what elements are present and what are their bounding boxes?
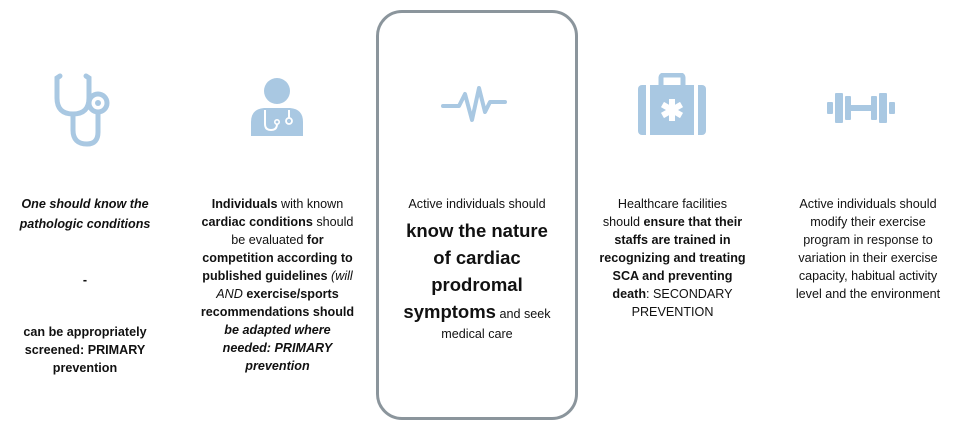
dumbbell-icon [825, 91, 897, 125]
column-2-text: Individuals with known cardiac condition… [200, 197, 355, 373]
column-individuals-cardiac: Individuals with known cardiac condition… [190, 0, 365, 430]
highlight-frame [376, 10, 578, 420]
column-modify-exercise: Active individuals should modify their e… [773, 0, 963, 430]
doctor-icon [249, 76, 305, 138]
column-healthcare-facilities: Healthcare facilities should ensure that… [585, 0, 760, 430]
column-pathologic-conditions: One should know the pathologic condition… [0, 0, 170, 430]
column-4-text: Healthcare facilities should ensure that… [599, 197, 746, 319]
column-5-text: Active individuals should modify their e… [795, 197, 941, 301]
stethoscope-icon [52, 70, 114, 150]
heartbeat-icon [441, 84, 507, 128]
first-aid-kit-icon [637, 73, 707, 137]
column-3-text: Active individuals should know the natur… [403, 197, 551, 341]
column-prodromal-symptoms: Active individuals should know the natur… [379, 0, 575, 430]
column-1-text: One should know the pathologic condition… [19, 197, 151, 375]
